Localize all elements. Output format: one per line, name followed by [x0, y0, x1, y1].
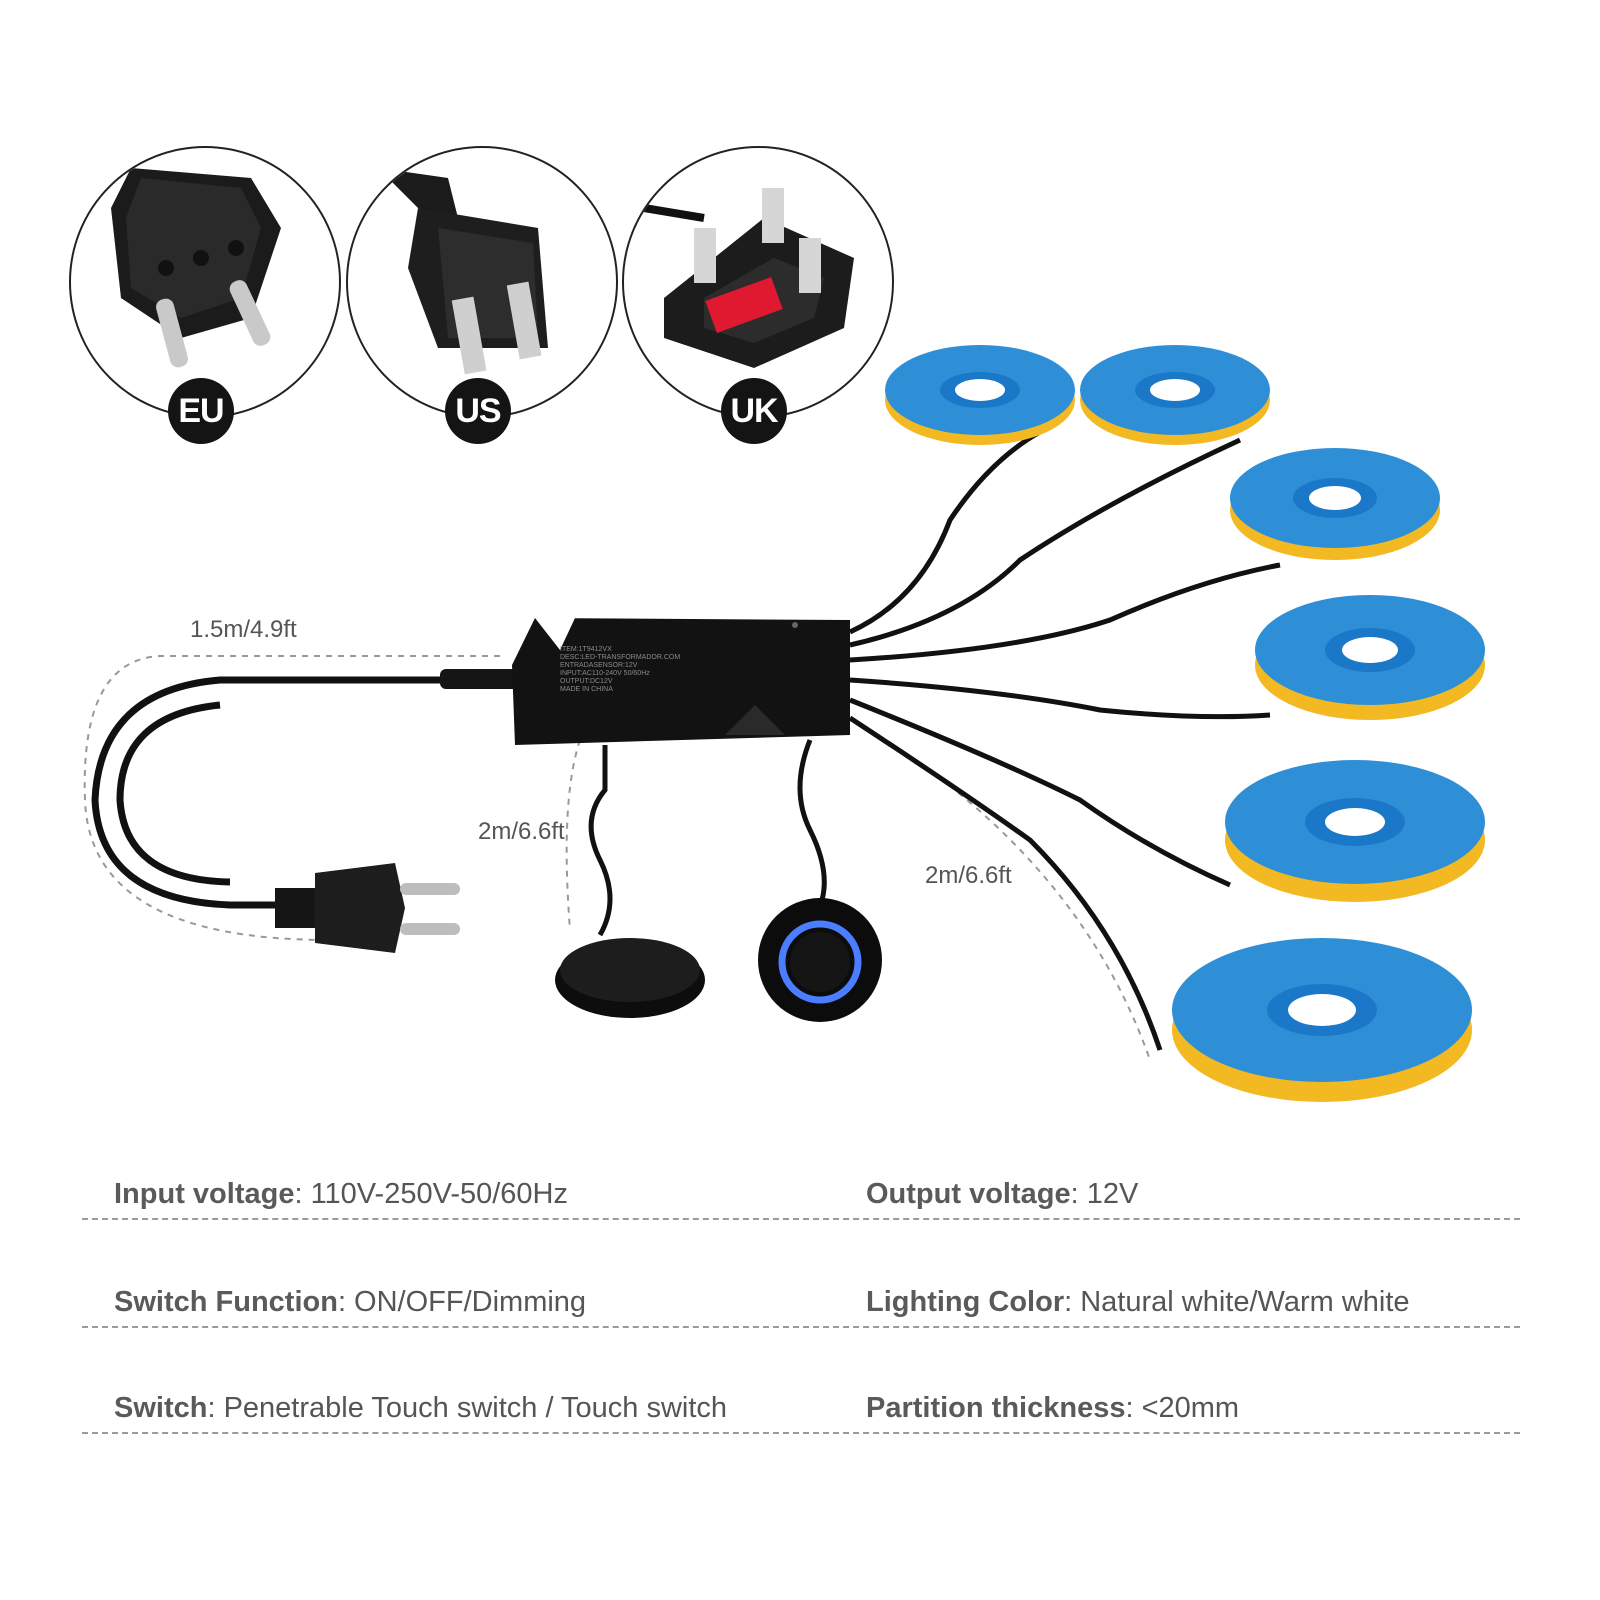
strip-cable-length-guide	[869, 729, 1151, 1061]
eu-label: EU	[168, 378, 234, 444]
uk-label: UK	[721, 378, 787, 444]
spec-input-voltage: Input voltage: 110V-250V-50/60Hz	[114, 1178, 568, 1211]
push-switch-cable	[588, 745, 613, 937]
power-cord	[91, 676, 525, 909]
wiring-diagram: ITEM:1T9412VX DESC:LED-TRANSFORMADOR.COM…	[83, 345, 1485, 1102]
switch-cable-length: 2m/6.6ft	[478, 818, 565, 845]
switch-cable-length-guide	[565, 739, 581, 931]
controller-text-line: INPUT:AC110-240V 50/60Hz	[560, 670, 650, 677]
power-cord-length-guide	[83, 655, 500, 941]
power-cord-connector	[440, 669, 530, 689]
spec-value: : Penetrable Touch switch / Touch switch	[207, 1392, 728, 1424]
spec-value: : Natural white/Warm white	[1064, 1286, 1410, 1318]
controller-text-line: ENTRADASENSOR:12V	[560, 662, 638, 669]
strip-cable-5	[849, 697, 1232, 888]
controller-text-line: DESC:LED-TRANSFORMADOR.COM	[560, 654, 680, 661]
led-strip-coil-2	[1080, 345, 1270, 445]
touch-switch-cable	[797, 739, 827, 901]
spec-lighting-color: Lighting Color: Natural white/Warm white	[866, 1286, 1410, 1319]
spec-key: Output voltage	[866, 1178, 1071, 1210]
strip-cable-length: 2m/6.6ft	[925, 862, 1012, 889]
spec-key: Input voltage	[114, 1178, 295, 1210]
uk-plug-circle	[622, 146, 894, 418]
spec-key: Lighting Color	[866, 1286, 1065, 1318]
controller-text-line: OUTPUT:DC12V	[560, 678, 613, 685]
spec-value: : ON/OFF/Dimming	[337, 1286, 587, 1318]
penetrable-touch-switch	[555, 938, 705, 1018]
led-strip-coil-1	[885, 345, 1075, 445]
eu-plug-circle	[69, 146, 341, 418]
spec-switch-function: Switch Function: ON/OFF/Dimming	[114, 1286, 586, 1319]
spec-key: Switch	[114, 1392, 208, 1424]
power-cord-length: 1.5m/4.9ft	[190, 616, 297, 643]
led-strip-coil-3	[1230, 448, 1440, 560]
product-illustration: EU US UK	[69, 146, 1485, 1102]
led-strip-coil-5	[1225, 760, 1485, 902]
controller-text-line: ITEM:1T9412VX	[560, 646, 612, 653]
us-label: US	[445, 378, 511, 444]
controller-label: ITEM:1T9412VX DESC:LED-TRANSFORMADOR.COM…	[560, 646, 680, 693]
strip-cable-1	[848, 429, 1042, 635]
spec-value: : <20mm	[1125, 1392, 1240, 1424]
controller-text-line: MADE IN CHINA	[560, 686, 613, 693]
led-strip-coil-6	[1172, 938, 1472, 1102]
us-plug-icon	[378, 168, 548, 375]
spec-row-2: Switch Function: ON/OFF/Dimming Lighting…	[82, 1286, 1520, 1328]
power-cord-loop	[116, 701, 231, 886]
spec-key: Switch Function	[114, 1286, 338, 1318]
spec-partition-thickness: Partition thickness: <20mm	[866, 1392, 1239, 1425]
controller-box	[512, 618, 850, 745]
eu-plug-end	[275, 863, 460, 953]
spec-row-1: Input voltage: 110V-250V-50/60Hz Output …	[82, 1178, 1520, 1220]
touch-switch-ring-light	[778, 920, 862, 1004]
strip-cable-4	[849, 677, 1271, 720]
spec-value: : 12V	[1070, 1178, 1139, 1210]
strip-cable-2	[849, 437, 1242, 648]
led-strip-coil-4	[1255, 595, 1485, 720]
spec-row-3: Switch: Penetrable Touch switch / Touch …	[82, 1392, 1520, 1434]
eu-plug-icon	[111, 168, 281, 368]
uk-plug-icon	[643, 188, 854, 368]
strip-cable-6	[848, 715, 1163, 1051]
touch-switch	[758, 898, 882, 1022]
spec-key: Partition thickness	[866, 1392, 1126, 1424]
us-plug-circle	[346, 146, 618, 418]
spec-value: : 110V-250V-50/60Hz	[294, 1178, 568, 1210]
strip-cable-3	[849, 562, 1281, 663]
spec-output-voltage: Output voltage: 12V	[866, 1178, 1138, 1211]
spec-switch: Switch: Penetrable Touch switch / Touch …	[114, 1392, 727, 1425]
